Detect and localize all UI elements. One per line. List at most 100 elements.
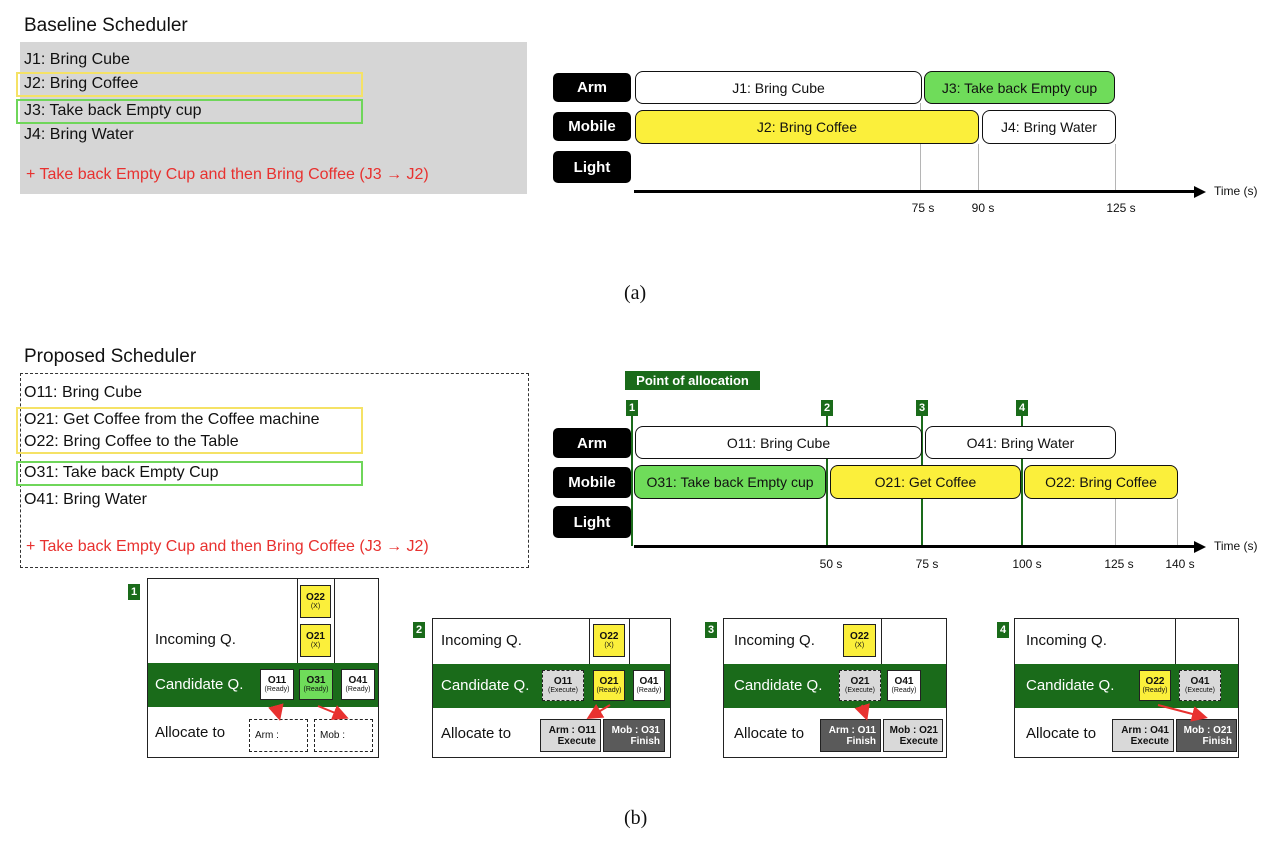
time-axis-title-a: Time (s) [1214,184,1258,198]
tick-label-50s-b: 50 s [819,557,843,571]
chip-o22: O22(X) [593,624,625,657]
time-axis-title-b: Time (s) [1214,539,1258,553]
time-axis-b [634,545,1194,548]
allocation-point-4: 4 [1016,400,1028,416]
baseline-job-j2: J2: Bring Coffee [24,75,139,92]
chip-o21: O21(Ready) [593,670,625,701]
chip-o11: O11(Execute) [542,670,584,701]
baseline-job-j1: J1: Bring Cube [24,51,130,68]
resource-mobile-b: Mobile [553,467,631,498]
alloc-mobile: Mob : [314,719,373,752]
tick-label-75s-a: 75 s [911,201,935,215]
proposed-highlight-o2 [16,407,363,454]
gridline-90s-a [978,144,979,191]
baseline-highlight-j2 [16,72,363,97]
tick-label-125s-b: 125 s [1104,557,1134,571]
baseline-job-j4: J4: Bring Water [24,126,134,143]
gridline-125s-b [1115,499,1116,546]
allocation-line-2 [826,416,828,546]
bar-arm-j3: J3: Take back Empty cup [924,71,1115,104]
baseline-job-j3: J3: Take back Empty cup [24,102,202,119]
proposed-title: Proposed Scheduler [24,346,197,367]
time-axis-arrow-a [1194,185,1206,198]
proposed-op-o21: O21: Get Coffee from the Coffee machine [24,411,320,428]
bar-mobile-j2: J2: Bring Coffee [635,110,979,144]
chip-o22: O22(Ready) [1139,670,1171,701]
time-axis-a [634,190,1194,193]
alloc-arm: Arm : [249,719,308,752]
allocation-point-3: 3 [916,400,928,416]
chip-o21: O21(Execute) [839,670,881,701]
candidate-queue-band: Candidate Q. O11(Execute) O21(Ready) O41… [433,664,670,708]
tick-label-75s-b: 75 s [915,557,939,571]
gridline-125s-a [1115,144,1116,191]
incoming-queue-label: Incoming Q. [1026,632,1107,649]
chip-o31: O31(Ready) [299,669,333,700]
time-axis-arrow-b [1194,540,1206,553]
bar-arm-j1: J1: Bring Cube [635,71,922,104]
chip-o21: O21(X) [300,624,331,657]
proposed-op-o41: O41: Bring Water [24,491,148,508]
allocate-to-label: Allocate to [441,725,512,742]
candidate-queue-band: Candidate Q. O22(Ready) O41(Execute) [1015,664,1238,708]
resource-arm-b: Arm [553,428,631,458]
bar-mobile-o22: O22: Bring Coffee [1024,465,1178,499]
panel-3-number: 3 [705,622,717,638]
tick-label-140s-b: 140 s [1165,557,1195,571]
baseline-title: Baseline Scheduler [24,15,188,36]
proposed-op-o11: O11: Bring Cube [24,384,142,401]
bar-mobile-o31: O31: Take back Empty cup [634,465,826,499]
allocation-line-1 [631,416,633,546]
candidate-queue-label: Candidate Q. [441,677,530,694]
candidate-queue-label: Candidate Q. [734,677,823,694]
allocate-to-label: Allocate to [1026,725,1097,742]
queue-panel-1: Incoming Q. O22(X) O21(X) Candidate Q. O… [147,578,379,758]
baseline-highlight-j3 [16,99,363,124]
allocate-to-label: Allocate to [155,724,226,741]
tick-label-125s-a: 125 s [1106,201,1136,215]
bar-mobile-o21: O21: Get Coffee [830,465,1021,499]
candidate-queue-band: Candidate Q. O11(Ready) O31(Ready) O41(R… [148,663,378,707]
resource-light-a: Light [553,151,631,183]
chip-o11: O11(Ready) [260,669,294,700]
proposed-op-o31: O31: Take back Empty Cup [24,464,219,481]
incoming-queue-label: Incoming Q. [441,632,522,649]
queue-panel-2: Incoming Q. O22(X) Candidate Q. O11(Exec… [432,618,671,758]
gridline-140s-b [1177,499,1178,546]
bar-arm-o11: O11: Bring Cube [635,426,922,459]
allocation-point-2: 2 [821,400,833,416]
chip-o22: O22(X) [300,585,331,618]
caption-b: (b) [624,807,648,829]
incoming-queue-label: Incoming Q. [155,631,236,648]
tick-label-100s-b: 100 s [1012,557,1042,571]
proposed-highlight-o31 [16,461,363,486]
proposed-op-o22: O22: Bring Coffee to the Table [24,433,239,450]
resource-arm-a: Arm [553,73,631,102]
proposed-note: + Take back Empty Cup and then Bring Cof… [26,538,429,555]
queue-panel-3: Incoming Q. O22(X) Candidate Q. O21(Exec… [723,618,947,758]
panel-1-number: 1 [128,584,140,600]
allocation-line-4 [1021,416,1023,546]
bar-arm-o41: O41: Bring Water [925,426,1116,459]
candidate-queue-band: Candidate Q. O21(Execute) O41(Ready) [724,664,946,708]
candidate-queue-label: Candidate Q. [1026,677,1115,694]
baseline-note: + Take back Empty Cup and then Bring Cof… [26,166,429,183]
caption-a: (a) [624,282,647,304]
chip-o41: O41(Execute) [1179,670,1221,701]
point-of-allocation-label: Point of allocation [625,371,760,390]
chip-o41: O41(Ready) [887,670,921,701]
allocation-point-1: 1 [626,400,638,416]
allocate-to-label: Allocate to [734,725,805,742]
incoming-queue-label: Incoming Q. [734,632,815,649]
queue-panel-4: Incoming Q. Candidate Q. O22(Ready) O41(… [1014,618,1239,758]
tick-label-90s-a: 90 s [971,201,995,215]
candidate-queue-label: Candidate Q. [155,676,244,693]
chip-o41: O41(Ready) [341,669,375,700]
resource-mobile-a: Mobile [553,112,631,141]
proposed-op-box [20,373,529,568]
